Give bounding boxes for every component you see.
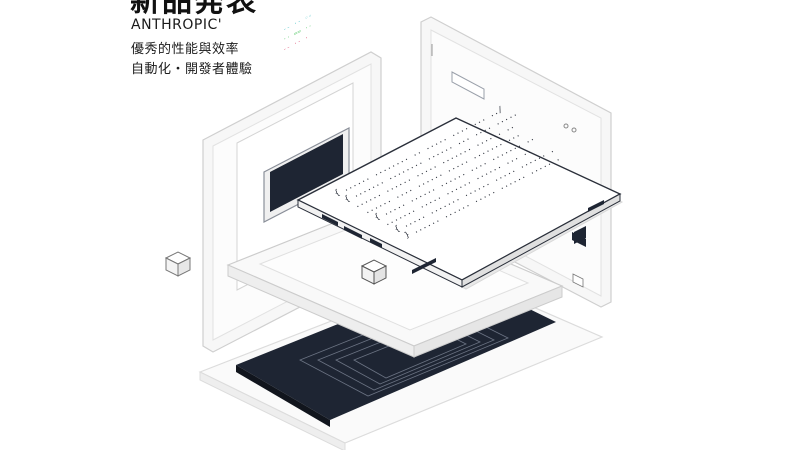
headline: 新品発表 bbox=[130, 0, 258, 19]
tray-cube bbox=[360, 259, 388, 285]
right-panel-tab bbox=[572, 273, 584, 288]
middle-tray-inner bbox=[258, 216, 530, 331]
floating-cube bbox=[164, 251, 192, 277]
card-tab bbox=[412, 258, 436, 274]
dark-board-edge bbox=[236, 365, 330, 427]
terminal-screen bbox=[270, 134, 343, 212]
document-card-edge-right bbox=[461, 193, 621, 288]
card-tab bbox=[574, 226, 586, 244]
middle-tray-edge-right bbox=[413, 285, 563, 358]
tagline-1: 優秀的性能與效率 bbox=[131, 42, 240, 57]
base-platform-edge bbox=[199, 371, 346, 450]
card-tab bbox=[370, 238, 382, 248]
card-tab bbox=[588, 200, 604, 212]
right-panel-slot bbox=[451, 71, 485, 100]
right-panel-dot bbox=[563, 123, 569, 129]
brand-name: ANTHROPIC' bbox=[131, 17, 223, 33]
terminal-text: -- ·· ◦◦ ·· == ·· -- ·· · bbox=[283, 11, 312, 53]
tagline-2: 自動化・開發者體驗 bbox=[131, 62, 253, 77]
card-tab bbox=[322, 214, 338, 226]
card-tab bbox=[344, 226, 362, 239]
right-panel-dot bbox=[571, 127, 577, 133]
